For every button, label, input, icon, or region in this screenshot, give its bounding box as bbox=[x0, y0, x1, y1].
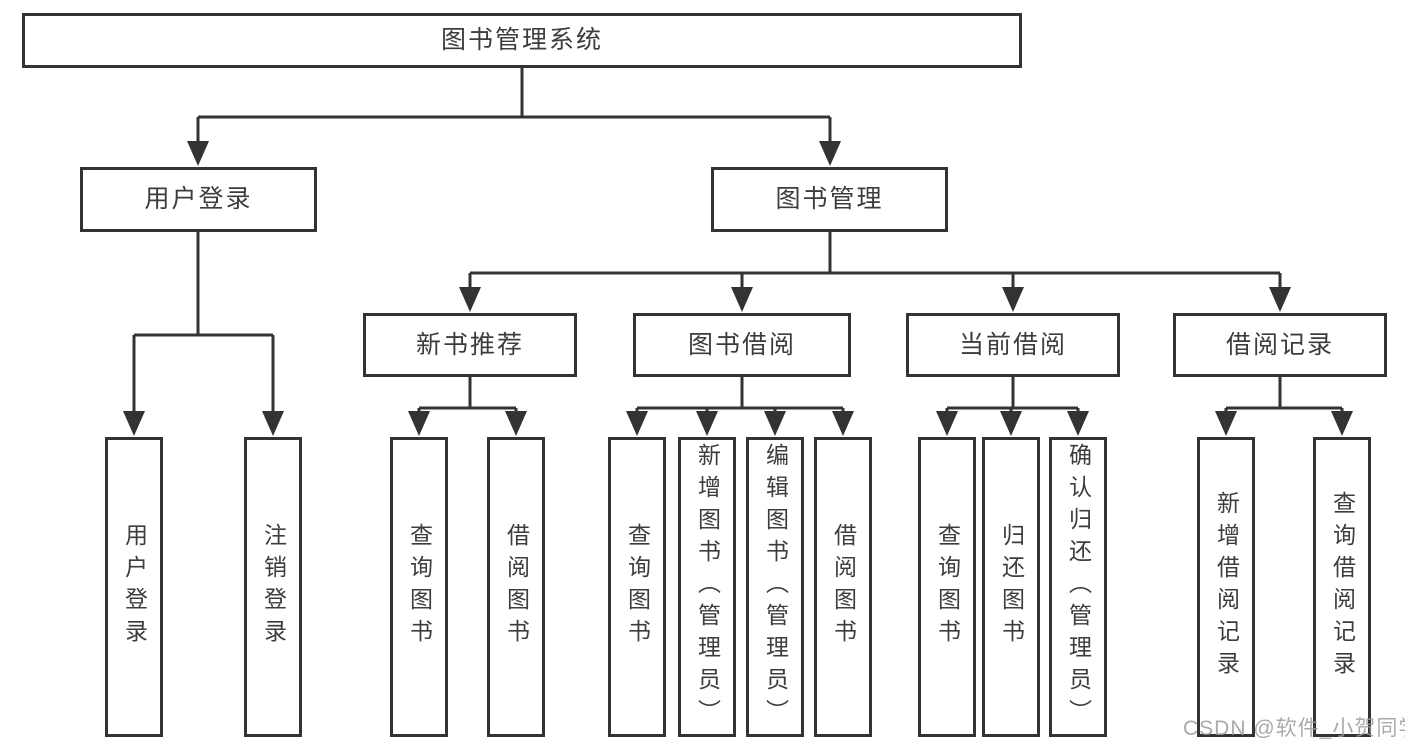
node-book-borrowing-label: 图书借阅 bbox=[687, 330, 796, 359]
leaf-confirm-return-admin: 确认归还（管理员） bbox=[1049, 437, 1107, 737]
node-new-book-recommend-label: 新书推荐 bbox=[415, 330, 524, 359]
leaf-borrow-books-borrowing: 借阅图书 bbox=[814, 437, 872, 737]
leaf-query-borrow-record-label: 查询借阅记录 bbox=[1329, 491, 1356, 683]
leaf-borrow-books-recommend-label: 借阅图书 bbox=[503, 523, 530, 651]
csdn-watermark: CSDN @软件_小贺同学 bbox=[1183, 717, 1405, 740]
leaf-add-borrow-record: 新增借阅记录 bbox=[1197, 437, 1255, 737]
leaf-user-login-label: 用户登录 bbox=[121, 523, 148, 651]
node-book-management-label: 图书管理 bbox=[775, 185, 884, 213]
leaf-query-books-current: 查询图书 bbox=[918, 437, 976, 737]
leaf-return-books-label: 归还图书 bbox=[998, 523, 1025, 651]
node-user-login: 用户登录 bbox=[80, 167, 317, 232]
leaf-logout: 注销登录 bbox=[244, 437, 302, 737]
node-book-management: 图书管理 bbox=[711, 167, 948, 232]
leaf-borrow-books-recommend: 借阅图书 bbox=[487, 437, 545, 737]
leaf-query-books-borrowing: 查询图书 bbox=[608, 437, 666, 737]
leaf-query-books-recommend: 查询图书 bbox=[390, 437, 448, 737]
node-current-borrowing: 当前借阅 bbox=[906, 313, 1120, 377]
leaf-query-books-borrowing-label: 查询图书 bbox=[624, 523, 651, 651]
leaf-edit-books-admin: 编辑图书（管理员） bbox=[746, 437, 804, 737]
leaf-borrow-books-borrowing-label: 借阅图书 bbox=[830, 523, 857, 651]
node-book-borrowing: 图书借阅 bbox=[633, 313, 851, 377]
leaf-query-borrow-record: 查询借阅记录 bbox=[1313, 437, 1371, 737]
node-root-label: 图书管理系统 bbox=[440, 26, 603, 54]
leaf-query-books-current-label: 查询图书 bbox=[934, 523, 961, 651]
leaf-add-books-admin-label: 新增图书（管理员） bbox=[694, 443, 721, 731]
node-borrowing-records-label: 借阅记录 bbox=[1225, 330, 1334, 359]
leaf-user-login: 用户登录 bbox=[105, 437, 163, 737]
leaf-add-borrow-record-label: 新增借阅记录 bbox=[1213, 491, 1240, 683]
leaf-logout-label: 注销登录 bbox=[260, 523, 287, 651]
node-current-borrowing-label: 当前借阅 bbox=[958, 330, 1067, 359]
node-user-login-label: 用户登录 bbox=[144, 185, 253, 213]
node-root: 图书管理系统 bbox=[22, 13, 1022, 68]
leaf-return-books: 归还图书 bbox=[982, 437, 1040, 737]
node-borrowing-records: 借阅记录 bbox=[1173, 313, 1387, 377]
leaf-query-books-recommend-label: 查询图书 bbox=[406, 523, 433, 651]
leaf-edit-books-admin-label: 编辑图书（管理员） bbox=[762, 443, 789, 731]
leaf-confirm-return-admin-label: 确认归还（管理员） bbox=[1065, 443, 1092, 731]
node-new-book-recommend: 新书推荐 bbox=[363, 313, 577, 377]
leaf-add-books-admin: 新增图书（管理员） bbox=[678, 437, 736, 737]
